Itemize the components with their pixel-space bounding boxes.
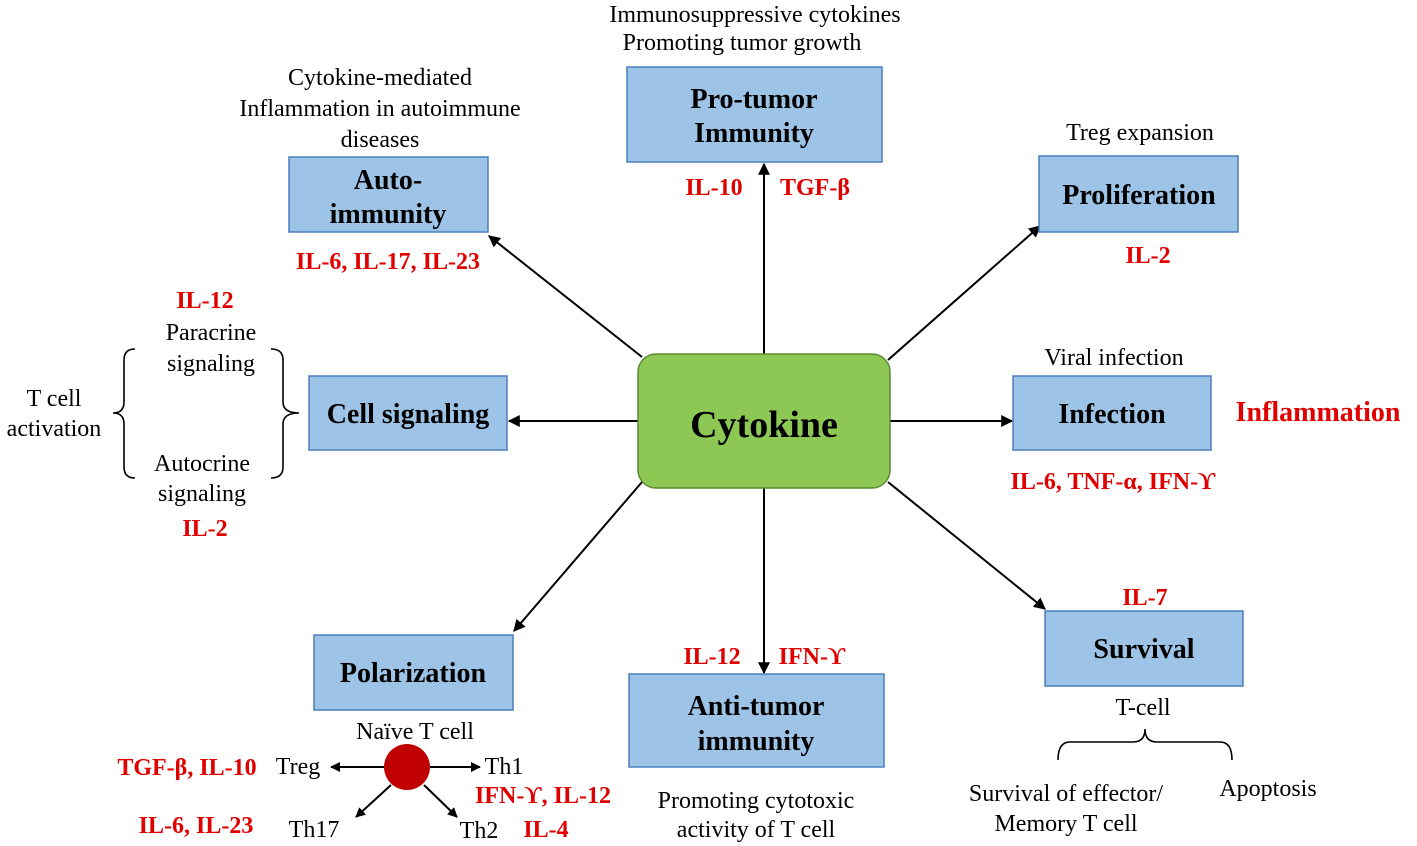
inflammation-label: Inflammation <box>1236 397 1401 428</box>
autoimmunity-label-line-1: Auto- <box>354 165 422 196</box>
pro-tumor-node: Immunosuppressive cytokines Promoting tu… <box>609 2 900 201</box>
th1-label: Th1 <box>485 754 524 780</box>
autoimmunity-box <box>288 156 489 233</box>
apoptosis-label: Apoptosis <box>1219 776 1316 802</box>
arrow-to-survival <box>887 481 1046 610</box>
infection-caption: Viral infection <box>1044 345 1183 371</box>
th2-cytokines: IL-4 <box>523 817 568 843</box>
pro-tumor-label-line-1: Pro-tumor <box>691 84 818 115</box>
infection-box <box>1012 375 1212 451</box>
pro-tumor-box <box>626 66 883 163</box>
anti-tumor-box <box>628 673 885 768</box>
proliferation-caption: Treg expansion <box>1066 120 1214 146</box>
autoimmunity-label-line-2: immunity <box>330 199 447 230</box>
infection-node: Viral infection Infection Inflammation I… <box>1011 345 1401 495</box>
autoimmunity-caption-line-2: Inflammation in autoimmune <box>239 96 520 122</box>
polarization-box <box>313 634 514 711</box>
autoimmunity-caption-line-3: diseases <box>341 127 420 153</box>
survival-label: Survival <box>1093 634 1194 665</box>
th17-cytokines: IL-6, IL-23 <box>139 813 254 839</box>
proliferation-label: Proliferation <box>1062 180 1216 211</box>
survival-box <box>1044 610 1244 687</box>
th17-label: Th17 <box>289 817 340 843</box>
treg-cytokines: TGF-β, IL-10 <box>117 755 256 781</box>
autocrine-label-line-2: signaling <box>158 481 246 507</box>
center-label: Cytokine <box>690 404 838 446</box>
left-brace <box>112 348 136 479</box>
polarization-node: Polarization Naïve T cell Treg TGF-β, IL… <box>117 634 611 844</box>
autocrine-label-line-1: Autocrine <box>154 451 250 477</box>
anti-tumor-caption-line-1: Promoting cytotoxic <box>658 788 855 814</box>
arrow-to-proliferation <box>887 225 1041 361</box>
anti-tumor-label-line-2: immunity <box>698 726 815 757</box>
anti-tumor-node: IL-12 IFN-ϒ Anti-tumor immunity Promotin… <box>628 644 885 843</box>
anti-tumor-label-line-1: Anti-tumor <box>688 691 825 722</box>
pro-tumor-caption-line-2: Promoting tumor growth <box>623 30 862 56</box>
polarization-label: Polarization <box>340 658 487 689</box>
paracrine-label-line-1: Paracrine <box>166 320 257 346</box>
t-cell-label: T-cell <box>1115 695 1170 721</box>
survival-cytokines: IL-7 <box>1122 585 1167 611</box>
autoimmunity-caption-line-1: Cytokine-mediated <box>288 65 472 91</box>
t-cell-brace <box>1057 728 1233 761</box>
center-node: Cytokine <box>637 353 891 489</box>
arrow-to-autoimmunity <box>488 235 643 358</box>
cell-signaling-label: Cell signaling <box>327 399 490 430</box>
arrow-to-th2 <box>423 784 458 818</box>
th1-cytokines: IFN-ϒ, IL-12 <box>475 783 611 809</box>
pro-tumor-cytokine-1: IL-10 <box>685 175 742 201</box>
paracrine-cytokine: IL-12 <box>176 288 233 314</box>
arrow-to-polarization <box>513 481 643 632</box>
anti-tumor-cytokine-2: IFN-ϒ <box>779 644 846 670</box>
th2-label: Th2 <box>460 818 499 844</box>
infection-cytokines: IL-6, TNF-α, IFN-ϒ <box>1011 469 1217 495</box>
cell-signaling-node: Cell signaling IL-12 Paracrine signaling… <box>7 288 508 542</box>
cell-signaling-box <box>308 375 508 451</box>
survival-outcome-line-2: Memory T cell <box>994 811 1137 837</box>
autoimmunity-cytokines: IL-6, IL-17, IL-23 <box>296 249 480 275</box>
anti-tumor-caption-line-2: activity of T cell <box>677 817 836 843</box>
anti-tumor-cytokine-1: IL-12 <box>683 644 740 670</box>
t-cell-activation-line-1: T cell <box>27 386 82 412</box>
naive-t-cell-label: Naïve T cell <box>356 719 474 745</box>
infection-label: Infection <box>1058 399 1166 430</box>
arrow-to-th17 <box>355 784 392 818</box>
autocrine-cytokine: IL-2 <box>182 516 227 542</box>
proliferation-box <box>1038 155 1239 233</box>
paracrine-label-line-2: signaling <box>167 351 255 377</box>
treg-label: Treg <box>276 754 320 780</box>
proliferation-cytokines: IL-2 <box>1125 243 1170 269</box>
autoimmunity-node: Cytokine-mediated Inflammation in autoim… <box>239 65 520 275</box>
pro-tumor-label-line-2: Immunity <box>694 118 814 149</box>
survival-node: IL-7 Survival T-cell Survival of effecto… <box>969 585 1317 837</box>
t-cell-activation-line-2: activation <box>7 416 102 442</box>
survival-outcome-line-1: Survival of effector/ <box>969 781 1163 807</box>
naive-t-cell-circle <box>384 744 430 790</box>
proliferation-node: Treg expansion Proliferation IL-2 <box>1038 120 1239 269</box>
center-box <box>637 353 891 489</box>
pro-tumor-caption-line-1: Immunosuppressive cytokines <box>609 2 900 28</box>
pro-tumor-cytokine-2: TGF-β <box>780 175 850 201</box>
right-brace <box>270 348 300 479</box>
